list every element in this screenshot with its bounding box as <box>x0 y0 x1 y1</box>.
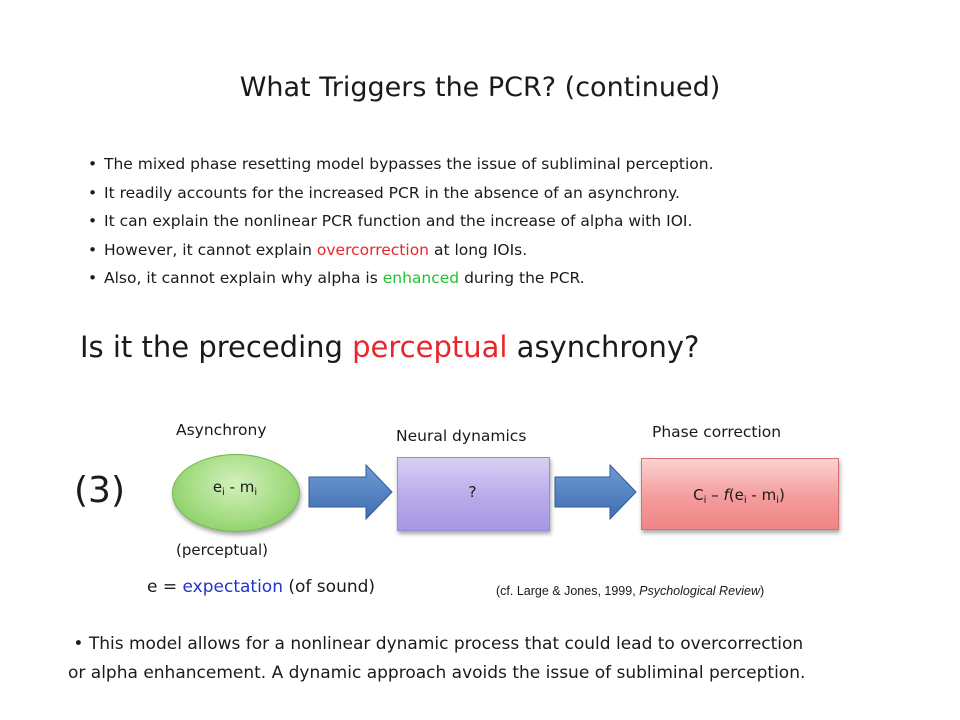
formula-subscript: i <box>254 487 258 498</box>
highlight-enhanced: enhanced <box>382 269 460 287</box>
model-number-label: (3) <box>74 470 125 511</box>
asynchrony-label: Asynchrony <box>176 421 267 439</box>
definition-text: (of sound) <box>282 577 376 597</box>
citation-text: ) <box>760 584 765 598</box>
bullet-text: It can explain the nonlinear PCR functio… <box>104 212 693 230</box>
question-text: asynchrony? <box>507 330 700 364</box>
formula-subscript: i <box>776 495 779 506</box>
final-bullet-text: This model allows for a nonlinear dynami… <box>88 634 804 654</box>
definition-text: e = <box>147 577 183 597</box>
citation-journal: Psychological Review <box>639 584 761 598</box>
formula-part: - m <box>746 486 777 504</box>
phase-correction-box <box>641 458 839 530</box>
asynchrony-ellipse <box>172 454 300 532</box>
expectation-definition: e = expectation (of sound) <box>147 577 375 597</box>
formula-subscript: i <box>743 495 747 506</box>
bullet-item: Also, it cannot explain why alpha is enh… <box>88 264 714 293</box>
final-bullet-line: • This model allows for a nonlinear dyna… <box>68 634 804 654</box>
asynchrony-formula: ei - mi <box>172 478 298 498</box>
arrow-right-icon <box>308 463 393 521</box>
bullet-list: The mixed phase resetting model bypasses… <box>88 150 714 293</box>
bullet-item: The mixed phase resetting model bypasses… <box>88 150 714 179</box>
highlight-overcorrection: overcorrection <box>316 240 430 259</box>
formula-part: – <box>706 486 724 504</box>
formula-subscript: i <box>222 487 225 498</box>
final-bullet-line: or alpha enhancement. A dynamic approach… <box>68 659 805 688</box>
bullet-item: It readily accounts for the increased PC… <box>88 179 714 208</box>
arrow-right-icon <box>554 463 637 521</box>
final-bullet: • This model allows for a nonlinear dyna… <box>68 630 805 688</box>
formula-subscript: i <box>703 495 707 506</box>
formula-part: (e <box>728 486 744 504</box>
highlight-perceptual: perceptual <box>352 330 508 364</box>
formula-function: f <box>723 486 729 504</box>
perceptual-label: (perceptual) <box>176 541 269 559</box>
bullet-text: The mixed phase resetting model bypasses… <box>104 155 714 173</box>
phase-correction-label: Phase correction <box>652 423 782 441</box>
bullet-item: It can explain the nonlinear PCR functio… <box>88 207 714 236</box>
bullet-text: However, it cannot explain <box>104 240 317 259</box>
neural-dynamics-text: ? <box>468 483 477 501</box>
citation-text: (cf. Large & Jones, 1999, <box>496 584 640 598</box>
neural-dynamics-label: Neural dynamics <box>396 427 527 445</box>
question-heading: Is it the preceding perceptual asynchron… <box>80 330 699 364</box>
formula-part: ) <box>778 486 785 504</box>
bullet-item: However, it cannot explain overcorrectio… <box>88 236 714 265</box>
slide-title: What Triggers the PCR? (continued) <box>239 72 721 103</box>
formula-part: - m <box>224 478 255 496</box>
bullet-text: Also, it cannot explain why alpha is <box>104 269 383 287</box>
bullet-text: It readily accounts for the increased PC… <box>104 183 680 202</box>
phase-correction-formula: Ci – f(ei - mi) <box>641 486 837 506</box>
formula-part: e <box>212 478 223 496</box>
neural-dynamics-box <box>397 457 550 531</box>
citation: (cf. Large & Jones, 1999, Psychological … <box>496 584 764 598</box>
bullet-text: at long IOIs. <box>429 240 528 259</box>
question-text: Is it the preceding <box>80 330 353 364</box>
final-bullet-text: or alpha enhancement. A dynamic approach… <box>68 663 806 683</box>
formula-part: C <box>693 486 704 504</box>
highlight-expectation: expectation <box>182 577 283 597</box>
bullet-text: during the PCR. <box>459 269 585 287</box>
